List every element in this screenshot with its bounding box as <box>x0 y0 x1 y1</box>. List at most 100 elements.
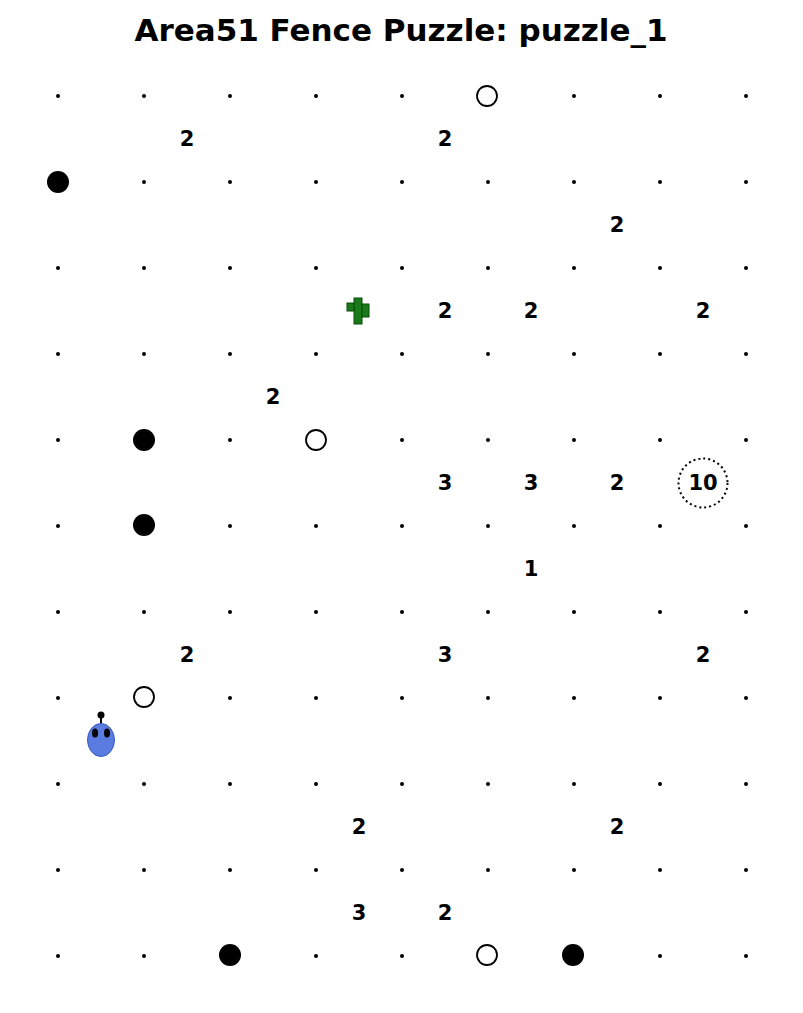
cactus-icon <box>347 298 369 324</box>
grid-dot <box>56 438 60 442</box>
grid-dot <box>228 782 232 786</box>
grid-dot <box>744 352 748 356</box>
grid-dot <box>572 352 576 356</box>
grid-dot <box>228 610 232 614</box>
grid-dot <box>572 524 576 528</box>
grid-dot <box>314 266 318 270</box>
grid-dot <box>56 696 60 700</box>
grid-dot <box>142 610 146 614</box>
open-circle <box>306 430 326 450</box>
grid-dot <box>228 352 232 356</box>
grid-dot <box>228 696 232 700</box>
grid-dot <box>142 266 146 270</box>
grid-dot <box>400 180 404 184</box>
clue-number: 2 <box>696 645 711 666</box>
grid-dot <box>572 94 576 98</box>
clue-number: 2 <box>438 301 453 322</box>
clue-number: 2 <box>438 903 453 924</box>
grid-dot <box>744 868 748 872</box>
grid-dot <box>142 954 146 958</box>
grid-dot <box>744 610 748 614</box>
grid-dot <box>658 94 662 98</box>
grid-dot <box>744 954 748 958</box>
grid-dot <box>744 94 748 98</box>
grid-dot <box>658 782 662 786</box>
grid-dot <box>572 180 576 184</box>
clue-number: 2 <box>696 301 711 322</box>
grid-dot <box>486 180 490 184</box>
grid-dot <box>400 352 404 356</box>
grid-dot <box>658 524 662 528</box>
grid-dot <box>744 696 748 700</box>
grid-dot <box>658 696 662 700</box>
grid-dot <box>572 868 576 872</box>
open-circle <box>477 945 497 965</box>
open-circle <box>477 86 497 106</box>
grid-dot <box>228 524 232 528</box>
grid-dot <box>486 610 490 614</box>
grid-dot <box>658 954 662 958</box>
grid-dot <box>400 524 404 528</box>
grid-dot <box>142 180 146 184</box>
grid-dot <box>228 180 232 184</box>
clue-number: 2 <box>524 301 539 322</box>
grid-dot <box>142 352 146 356</box>
filled-circles <box>47 171 584 966</box>
clue-number: 3 <box>524 473 539 494</box>
grid-dot <box>658 438 662 442</box>
clue-number: 2 <box>438 129 453 150</box>
grid-dot <box>56 782 60 786</box>
grid-dot <box>486 524 490 528</box>
grid-dot <box>658 868 662 872</box>
grid-dot <box>486 266 490 270</box>
clue-number: 3 <box>352 903 367 924</box>
grid-dot <box>400 868 404 872</box>
grid-dot <box>658 180 662 184</box>
grid-dot <box>56 524 60 528</box>
dotted-outline <box>679 459 728 508</box>
clue-number: 2 <box>180 129 195 150</box>
grid-dot <box>486 438 490 442</box>
grid-dot <box>400 94 404 98</box>
grid-dot <box>486 868 490 872</box>
open-circles <box>134 86 497 965</box>
filled-circle <box>133 514 155 536</box>
grid-dot <box>314 352 318 356</box>
grid-dot <box>142 782 146 786</box>
clue-number: 2 <box>610 817 625 838</box>
grid-dot <box>314 94 318 98</box>
grid-dot <box>744 782 748 786</box>
grid-dot <box>744 180 748 184</box>
grid-dot <box>314 696 318 700</box>
grid-dot <box>744 438 748 442</box>
grid-dot <box>56 94 60 98</box>
grid-dot <box>572 610 576 614</box>
filled-circle <box>219 944 241 966</box>
grid-dot <box>228 868 232 872</box>
grid-dot <box>658 610 662 614</box>
grid-dot <box>228 266 232 270</box>
grid-dot <box>314 610 318 614</box>
grid-dot <box>314 180 318 184</box>
filled-circle <box>47 171 69 193</box>
grid-dot <box>314 868 318 872</box>
grid-dot <box>314 782 318 786</box>
grid-dot <box>572 696 576 700</box>
grid-dot <box>228 438 232 442</box>
grid-dot <box>142 868 146 872</box>
grid-dot <box>314 954 318 958</box>
alien-icon <box>88 712 115 757</box>
clue-number: 10 <box>688 473 717 494</box>
clue-number: 2 <box>610 215 625 236</box>
filled-circle <box>133 429 155 451</box>
clue-number: 3 <box>438 473 453 494</box>
grid-dot <box>658 266 662 270</box>
grid-dot <box>486 696 490 700</box>
grid-dot <box>744 524 748 528</box>
clue-number: 2 <box>610 473 625 494</box>
grid-dot <box>572 782 576 786</box>
grid-dot <box>486 782 490 786</box>
clue-number: 3 <box>438 645 453 666</box>
grid-dot <box>572 438 576 442</box>
